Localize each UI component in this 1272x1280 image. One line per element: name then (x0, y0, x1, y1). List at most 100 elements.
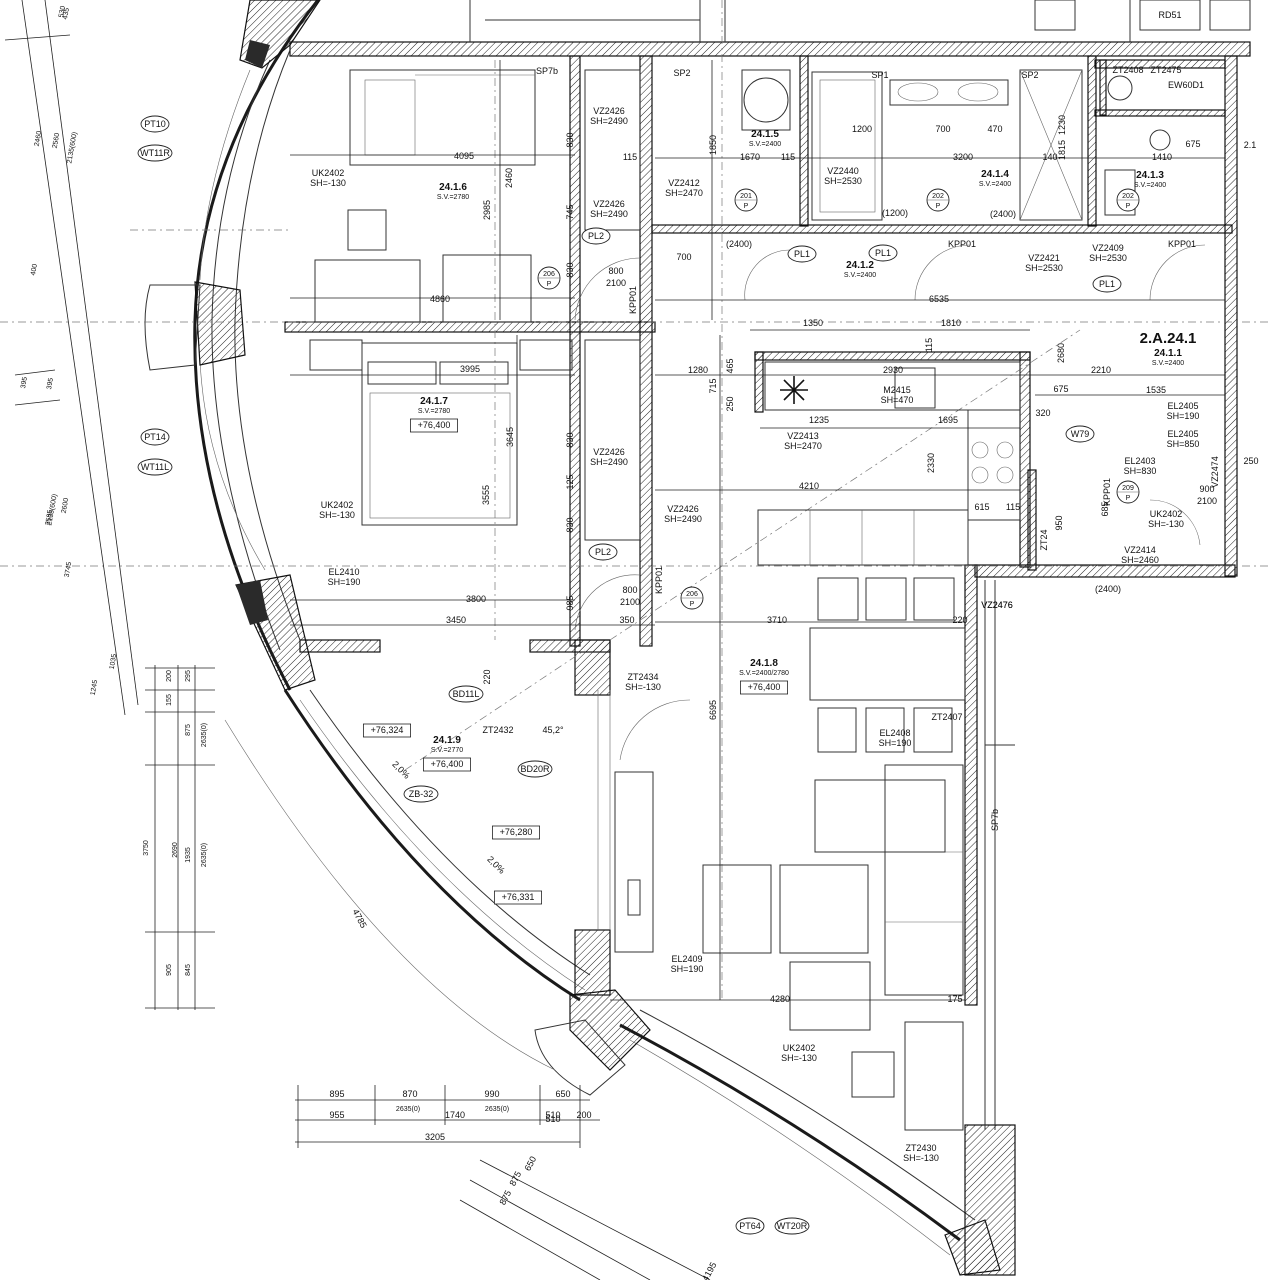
dim-mid-4: 830 (565, 432, 575, 447)
element-vz2426-1-sh: SH=2490 (590, 116, 628, 126)
dim-mid-29: 800 (608, 266, 623, 276)
room-label-24-1-3: 24.1.3 (1136, 170, 1164, 181)
misc-kpp01-e: KPP01 (654, 566, 664, 594)
dim-left-vert-5: 905 (166, 964, 173, 976)
element-m2415-17-code: M2415 (883, 385, 911, 395)
dim-mid-18: 2210 (1091, 365, 1111, 375)
dim-left-vert-4: 1935 (185, 847, 192, 863)
dim-mid-23: 2100 (1197, 496, 1217, 506)
tag-pt14 (140, 428, 170, 446)
tag-w79 (1065, 425, 1095, 443)
element-el2405-8-code: EL2405 (1167, 401, 1198, 411)
element-zt2430-15-sh: SH=-130 (903, 1153, 939, 1163)
tag-zb-32 (403, 785, 439, 803)
misc-2: SP1 (871, 70, 888, 80)
tag-wt11r-text: WT11R (140, 148, 170, 158)
dim-top-3: 830 (565, 132, 575, 147)
room-label-24-1-9: 24.1.9 (433, 735, 461, 746)
room-level-24-1-7: +76,400 (418, 420, 451, 430)
level-1-box (491, 825, 540, 840)
door-tag-202b-num: 202 (1122, 193, 1134, 200)
dim-left-chain-1: 435 (62, 7, 71, 20)
dim-bottom-b-1: 1740 (445, 1110, 465, 1120)
dim-left-vert-10: 845 (185, 964, 192, 976)
level-0: +76,324 (371, 725, 404, 735)
column-mid-left (194, 281, 246, 366)
element-vz2413-4-code: VZ2413 (787, 431, 819, 441)
slope-0: 2,0% (390, 759, 412, 781)
tag-wt11l (137, 458, 173, 476)
misc-10: ZT2475 (1150, 65, 1181, 75)
element-vz2414-7-code: VZ2414 (1124, 545, 1156, 555)
misc-kpp01-c: KPP01 (1168, 239, 1196, 249)
door-tag-2-num: 202 (932, 193, 944, 200)
tag-pl2-b-text: PL2 (595, 547, 611, 557)
element-el2405-9-code: EL2405 (1167, 429, 1198, 439)
dim-top-8: 1670 (740, 152, 760, 162)
dim-mid-24: 250 (1243, 456, 1258, 466)
element-uk2402-0-sh: SH=-130 (310, 178, 346, 188)
tag-pl1-text: PL1 (794, 249, 810, 259)
bathtub (811, 71, 883, 221)
dim-top-11: 700 (935, 124, 950, 134)
room-level-24-1-9-box (422, 757, 471, 772)
dim-low-8: 800 (622, 585, 637, 595)
element-vz2426-c-sh: SH=2490 (590, 457, 628, 467)
misc-8: ZT2407 (931, 712, 962, 722)
dim-diag-0: 650 (522, 1155, 538, 1173)
dim-top-9: 115 (781, 152, 795, 162)
tag-wt20r (774, 1217, 810, 1235)
tag-pt64 (735, 1217, 765, 1235)
facade-arc-lower-left (283, 689, 581, 1002)
dim-mid-32: 115 (1006, 502, 1020, 512)
room-sv-24-1-7: S.V.=2780 (418, 408, 450, 415)
dim-left-chain-8: 2600 (61, 497, 71, 514)
dim-left-vert-2: 875 (185, 724, 192, 736)
dim-mid-13: 115 (924, 338, 934, 352)
tag-pl2-b (588, 543, 618, 561)
door-tag-0-num: 206 (543, 271, 555, 278)
element-el2405-9-sh: SH=850 (1167, 439, 1200, 449)
element-vz2413-4-sh: SH=2470 (784, 441, 822, 451)
dim-left-vert-0: 200 (166, 670, 173, 682)
room-sv-24-1-4: S.V.=2400 (979, 181, 1011, 188)
dim-mid-17: 1535 (1146, 385, 1166, 395)
dim-left-vert-7: 295 (185, 670, 192, 682)
tag-pl2-text: PL2 (588, 231, 604, 241)
door-tag-3-num: 209 (1122, 485, 1134, 492)
dim-left-chain-11: 3745 (64, 561, 74, 578)
dim-bottom-sub-1: 2635(0) (485, 1106, 509, 1113)
door-tag-0-type: P (547, 281, 552, 288)
tag-bd11l-text: BD11L (453, 689, 480, 699)
misc-kpp01-d: KPP01 (628, 286, 638, 314)
misc-2400-b: (2400) (990, 209, 1016, 219)
element-m2415-17-sh: SH=470 (881, 395, 914, 405)
element-uk2402-b-code: UK2402 (321, 500, 354, 510)
dim-mid-27: 6535 (929, 294, 949, 304)
element-vz2426-d-sh: SH=2490 (664, 514, 702, 524)
kitchen-sink (894, 367, 936, 409)
misc-kpp01-b: KPP01 (948, 239, 976, 249)
dim-low-12: 220 (482, 669, 492, 684)
element-uk2402-c-sh: SH=-130 (781, 1053, 817, 1063)
dim-low-5: 6695 (708, 700, 718, 720)
tag-pt10 (140, 115, 170, 133)
room-label-24-1-8: 24.1.8 (750, 658, 778, 669)
tag-bd20r-text: BD20R (520, 764, 550, 774)
wall-corridor-west (639, 55, 653, 647)
dim-left-chain-10: 2585 (45, 509, 55, 526)
dim-mid-9: 465 (725, 358, 735, 373)
dim-top-12: 470 (987, 124, 1002, 134)
dim-mid-7: 1280 (688, 365, 708, 375)
misc-7: 2.1 (1244, 140, 1257, 150)
room-level-24-1-9: +76,400 (431, 759, 464, 769)
element-vz2421-5-sh: SH=2530 (1025, 263, 1063, 273)
dim-top-13: 3200 (953, 152, 973, 162)
room-level-24-1-7-box (409, 418, 458, 433)
dim-low-11: 510 (545, 1114, 560, 1124)
level-2-box (493, 890, 542, 905)
dining-table (809, 627, 966, 701)
room-sv-24-1-9: S.V.=2770 (431, 747, 463, 754)
dim-mid-33: 950 (1054, 515, 1064, 530)
